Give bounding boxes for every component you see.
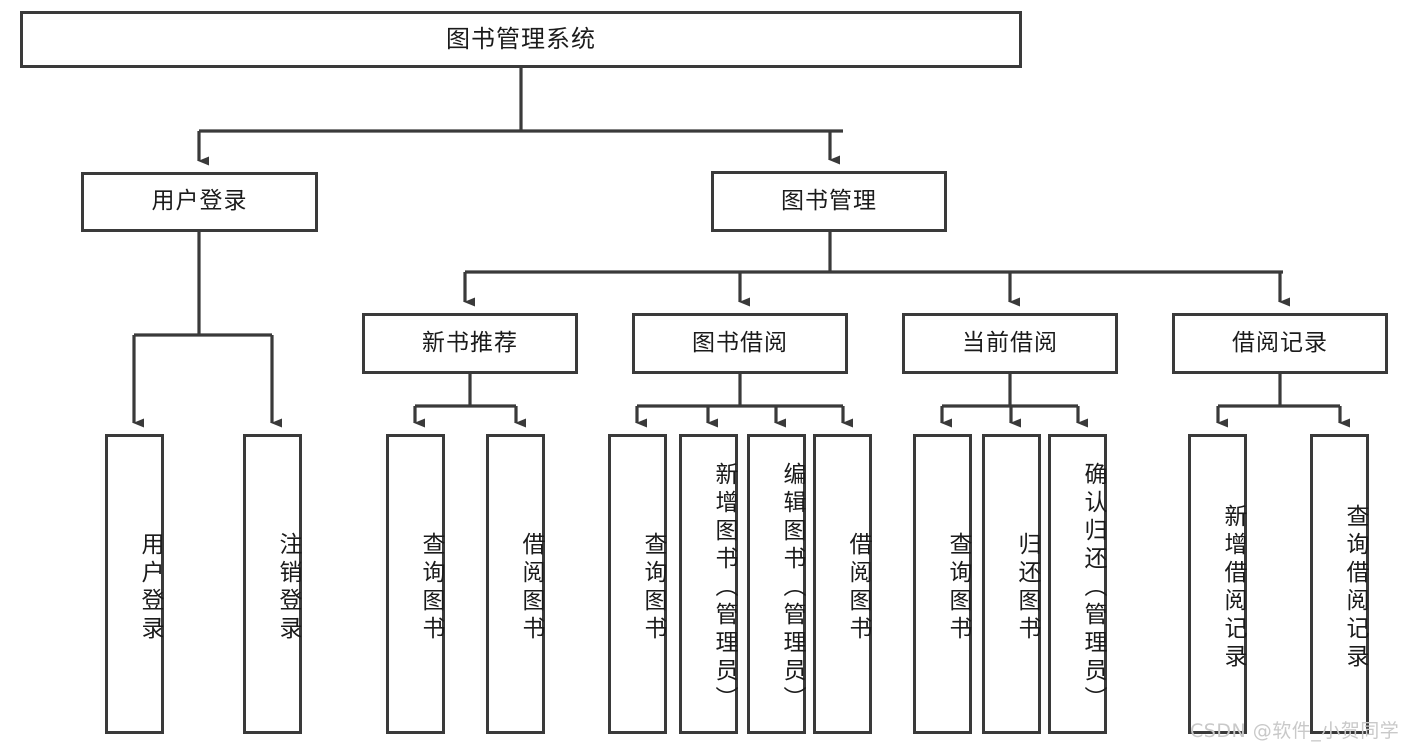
csdn-watermark: CSDN @软件_小贺同学 xyxy=(1190,720,1400,742)
leaf-confirm-return-admin[interactable]: 确认归还（管理员） xyxy=(1048,434,1107,734)
node-borrow-record[interactable]: 借阅记录 xyxy=(1172,313,1388,374)
leaf-query-book-nbr[interactable]: 查询图书 xyxy=(386,434,445,734)
leaf-return-book[interactable]: 归还图书 xyxy=(982,434,1041,734)
node-current-borrow[interactable]: 当前借阅 xyxy=(902,313,1118,374)
node-user-login[interactable]: 用户登录 xyxy=(81,172,318,232)
leaf-borrow-book-bb[interactable]: 借阅图书 xyxy=(813,434,872,734)
leaf-query-book-bb[interactable]: 查询图书 xyxy=(608,434,667,734)
leaf-borrow-book-nbr[interactable]: 借阅图书 xyxy=(486,434,545,734)
leaf-query-borrow-record[interactable]: 查询借阅记录 xyxy=(1310,434,1369,734)
leaf-add-book-admin[interactable]: 新增图书（管理员） xyxy=(679,434,738,734)
leaf-user-login[interactable]: 用户登录 xyxy=(105,434,164,734)
leaf-add-borrow-record[interactable]: 新增借阅记录 xyxy=(1188,434,1247,734)
leaf-edit-book-admin[interactable]: 编辑图书（管理员） xyxy=(747,434,806,734)
node-root-system[interactable]: 图书管理系统 xyxy=(20,11,1022,68)
leaf-logout-login[interactable]: 注销登录 xyxy=(243,434,302,734)
node-book-borrow[interactable]: 图书借阅 xyxy=(632,313,848,374)
node-new-book-recommend[interactable]: 新书推荐 xyxy=(362,313,578,374)
node-book-management[interactable]: 图书管理 xyxy=(711,171,947,232)
leaf-query-book-cb[interactable]: 查询图书 xyxy=(913,434,972,734)
